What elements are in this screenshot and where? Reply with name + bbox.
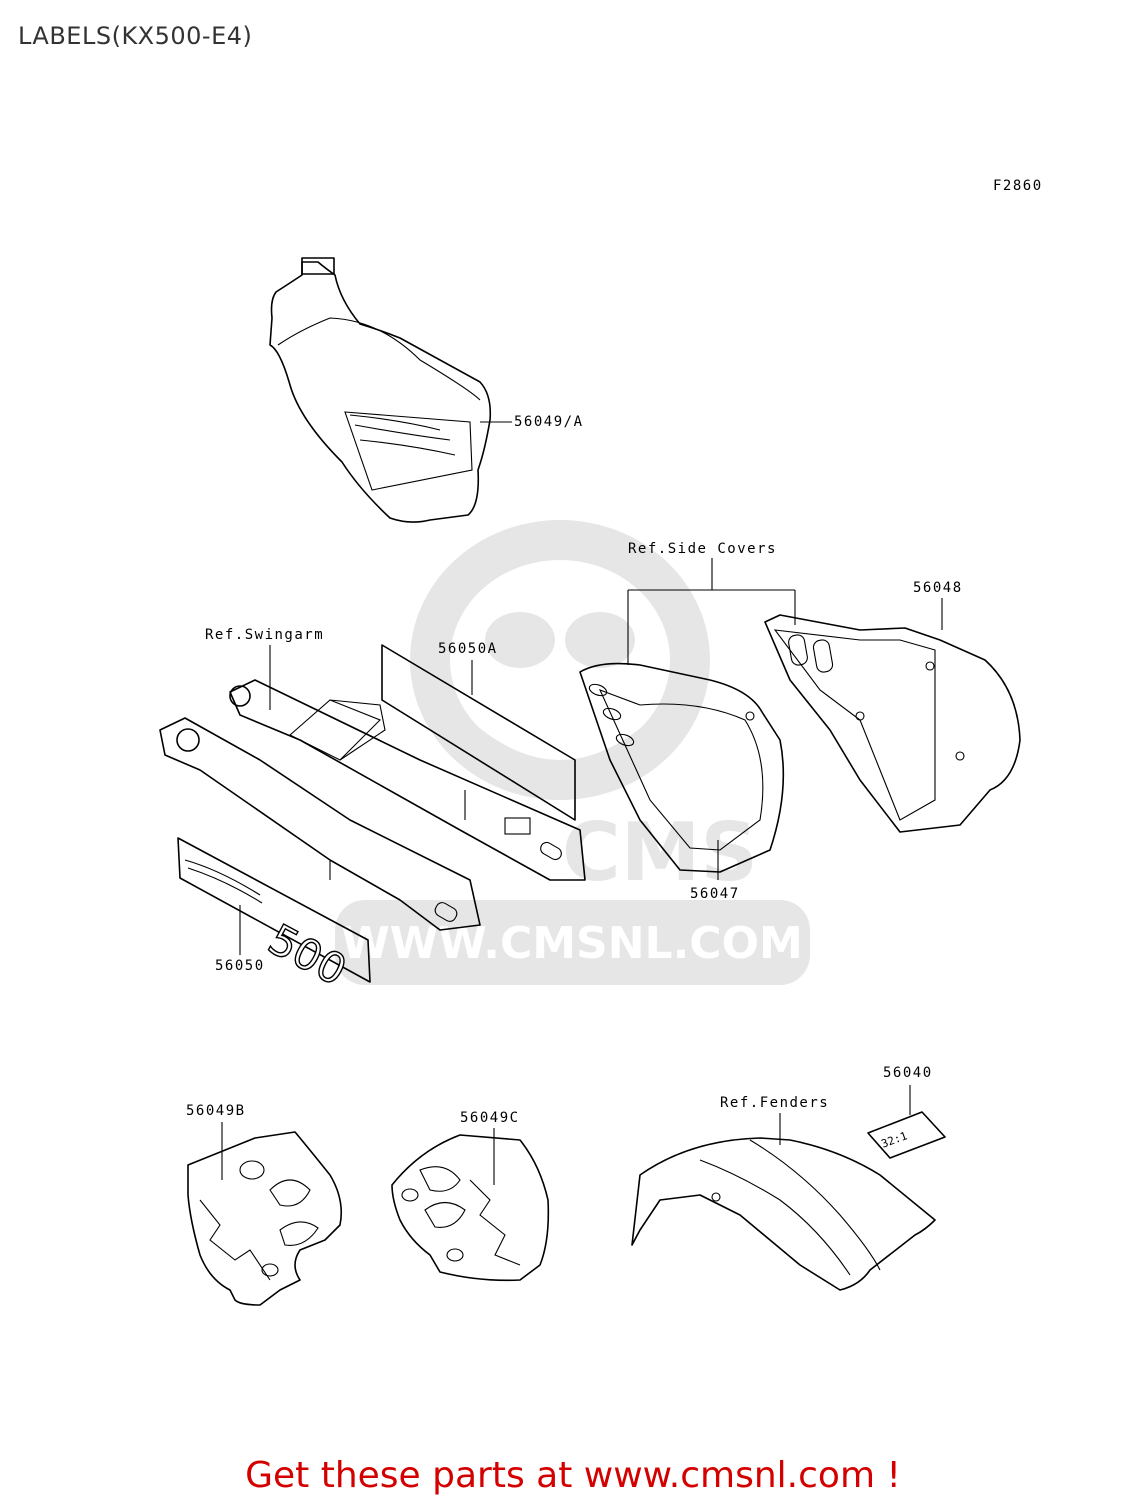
shroud-56049c-drawing [391,1134,550,1282]
swingarm-drawing [159,679,586,931]
left-side-cover-drawing [579,662,785,873]
watermark-url: WWW.CMSNL.COM [341,918,803,969]
footer-promo[interactable]: Get these parts at www.cmsnl.com ! [245,1455,901,1496]
callout-ref-side-covers: Ref.Side Covers [628,541,777,557]
right-side-cover-drawing [764,614,1021,833]
callout-56049c: 56049C [460,1110,520,1126]
callout-ref-fenders: Ref.Fenders [720,1095,829,1111]
callout-56050: 56050 [215,958,265,974]
label-56050a-drawing [381,644,576,821]
callout-56049b: 56049B [186,1103,246,1119]
figure-code: F2860 [993,178,1043,194]
tag-56040-drawing: 32:1 [867,1111,946,1159]
shroud-56049b-drawing [187,1131,343,1306]
side-covers-leader [627,558,796,665]
callout-56040: 56040 [883,1065,933,1081]
tag-text: 32:1 [880,1129,909,1150]
callout-ref-swingarm: Ref.Swingarm [205,627,324,643]
callout-56050a: 56050A [438,641,498,657]
cms-watermark: WWW.CMSNL.COM CMS [335,520,810,985]
callout-56048: 56048 [913,580,963,596]
watermark-brand: CMS [562,806,758,899]
fender-drawing [631,1137,936,1291]
callout-56049-a: 56049/A [514,414,584,430]
fuel-tank-drawing [269,257,512,523]
page-title: LABELS(KX500-E4) [18,22,253,50]
callout-56047: 56047 [690,886,740,902]
